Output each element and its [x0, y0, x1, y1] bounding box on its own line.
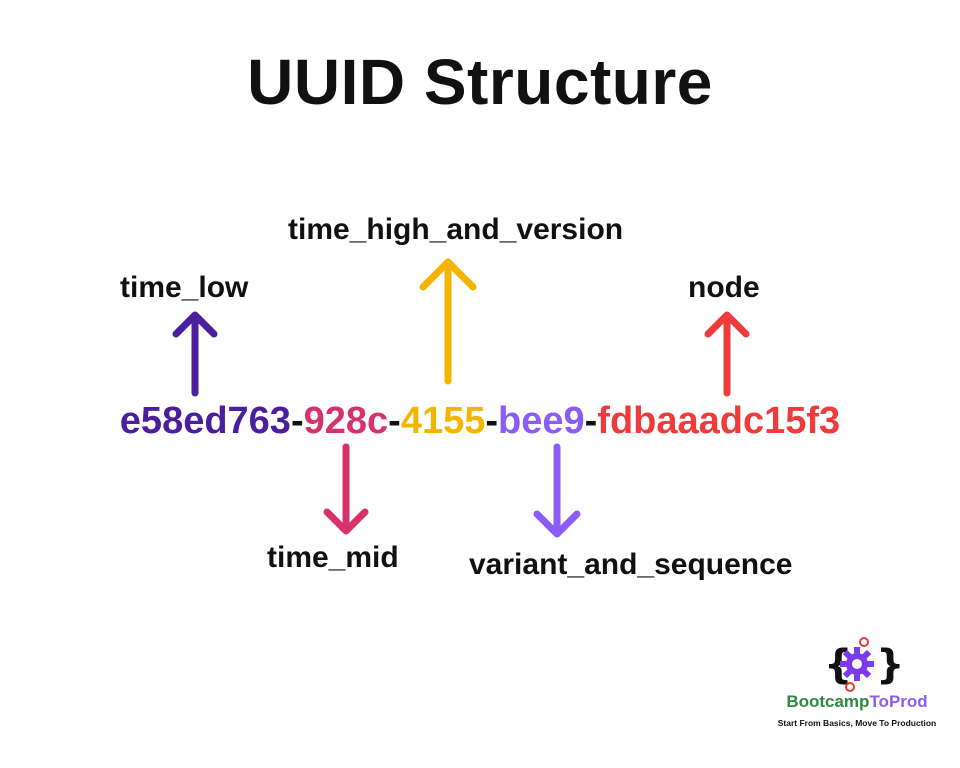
arrow-time-mid [323, 443, 369, 535]
arrow-time-low [172, 311, 218, 397]
gear-braces-icon: { } [824, 637, 904, 692]
label-time-high-and-version: time_high_and_version [288, 213, 624, 246]
label-time-low: time_low [120, 271, 249, 304]
segment-variant-and-sequence: bee9 [498, 400, 585, 442]
segment-time-mid: 928c [303, 400, 389, 442]
brand-name-part1: Bootcamp [786, 692, 870, 711]
brand-name: BootcampToProd [772, 692, 942, 712]
segment-time-high-and-version: 4155 [400, 400, 486, 442]
brand-name-part2: ToProd [869, 692, 928, 711]
uuid-string: e58ed763-928c-4155-bee9-fdbaaadc15f3 [0, 398, 960, 444]
separator: - [290, 400, 304, 442]
svg-text:}: } [876, 642, 904, 688]
separator: - [388, 400, 401, 442]
brand-tagline: Start From Basics, Move To Production [777, 718, 937, 728]
arrow-time-high-and-version [419, 258, 477, 385]
separator: - [485, 400, 499, 442]
segment-time-low: e58ed763 [119, 400, 291, 442]
segment-node: fdbaaadc15f3 [597, 400, 841, 442]
separator: - [584, 400, 598, 442]
label-time-mid: time_mid [267, 541, 399, 574]
brand-logo: { } BootcampToProd Start From Basics, Mo… [772, 636, 942, 736]
page-title: UUID Structure [247, 46, 713, 118]
arrow-variant-and-sequence [533, 443, 581, 538]
label-node: node [688, 271, 760, 304]
arrow-node [704, 311, 750, 397]
label-variant-and-sequence: variant_and_sequence [469, 548, 793, 581]
